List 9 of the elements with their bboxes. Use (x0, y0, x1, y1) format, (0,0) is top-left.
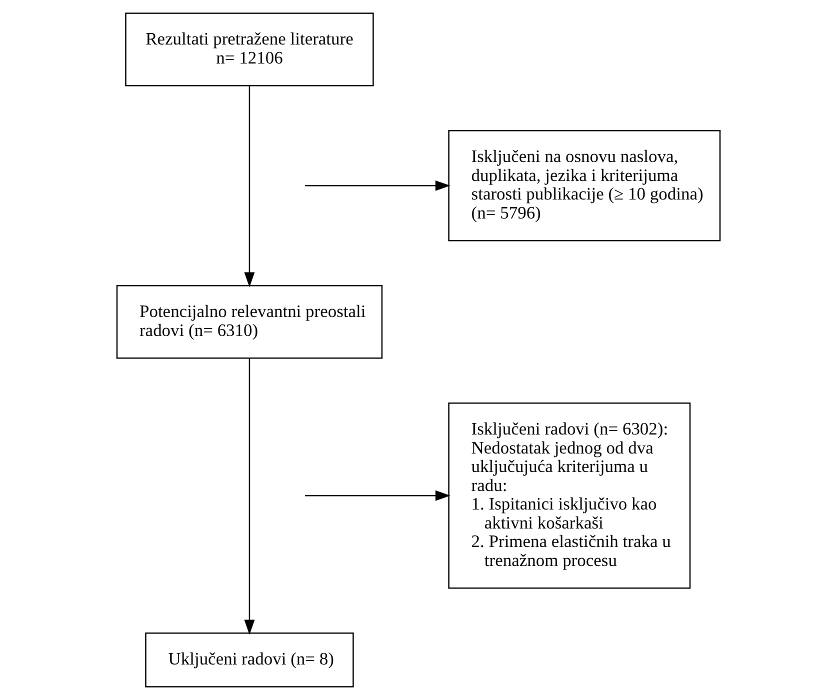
node-box: Rezultati pretražene literature n= 12106 (125, 12, 374, 86)
node-box: Uključeni radovi (n= 8) (145, 632, 354, 688)
arrow (244, 86, 255, 288)
arrow (244, 358, 255, 635)
arrow (305, 180, 450, 191)
node-box: Isključeni na osnovu naslova, duplikata, jezika i kriterijuma starosti publikacije (≥ 10 godina) (n= 5796) (448, 130, 721, 242)
arrow (304, 490, 450, 501)
node-box: Isključeni radovi (n= 6302): Nedostatak jednog od dva uključujuća kriterijuma u radu: 1. Ispitanici isključivo kao aktivni košarkaši 2. Primena elastičnih traka u trenažnom procesu (448, 402, 691, 589)
node-box: Potencijalno relevantni preostali radovi (n= 6310) (116, 285, 383, 359)
